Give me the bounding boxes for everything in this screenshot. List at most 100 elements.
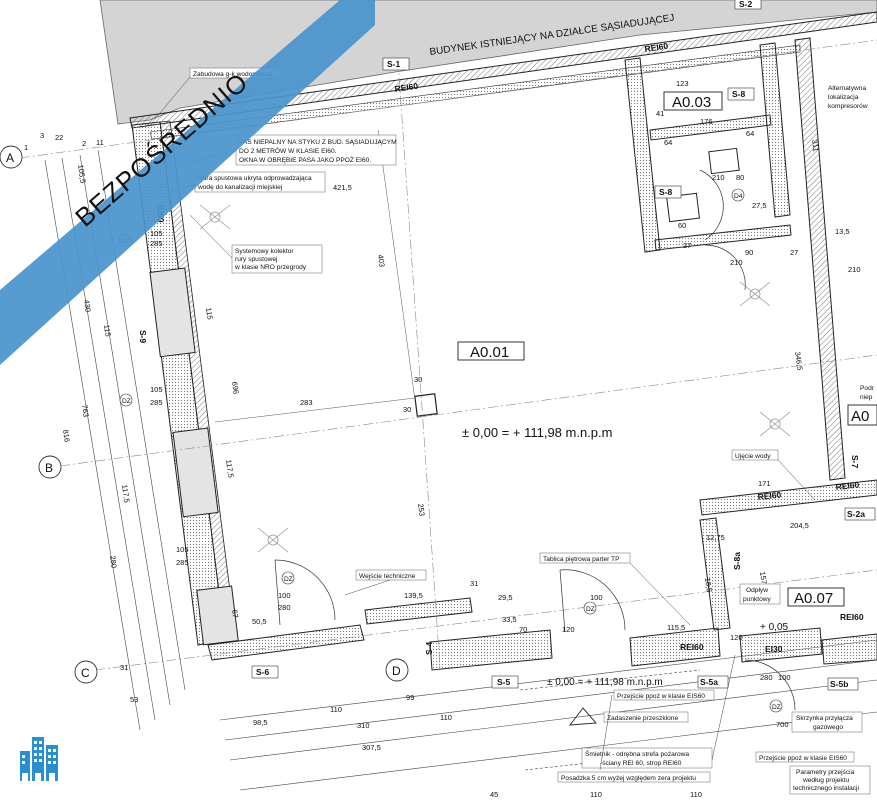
svg-text:100: 100 [278, 591, 291, 600]
svg-text:105: 105 [150, 229, 163, 238]
door-swing-4 [704, 244, 746, 291]
light-fixture-3 [199, 204, 231, 230]
svg-text:171: 171 [758, 479, 771, 488]
window-frame-3 [196, 585, 239, 646]
svg-text:Posadzka 5 cm wyżej względem z: Posadzka 5 cm wyżej względem zera projek… [561, 775, 696, 782]
svg-text:S-5a: S-5a [700, 677, 718, 687]
svg-text:Podr: Podr [860, 385, 875, 392]
svg-text:280: 280 [278, 603, 291, 612]
svg-text:kompresorów: kompresorów [828, 103, 868, 110]
wc-fixture [666, 192, 701, 223]
dim-line-283 [214, 397, 416, 423]
right-wall-secondary [699, 517, 731, 631]
dim-bottom-3 [229, 679, 877, 761]
svg-text:99: 99 [406, 693, 414, 702]
bathroom-wall-3 [759, 42, 791, 218]
svg-text:120: 120 [562, 625, 575, 634]
svg-text:50,5: 50,5 [252, 617, 267, 626]
svg-text:27: 27 [683, 241, 691, 250]
bathroom-wall-4 [654, 224, 792, 251]
svg-text:123: 123 [676, 79, 689, 88]
svg-text:90: 90 [745, 248, 753, 257]
svg-text:S-5b: S-5b [830, 679, 848, 689]
svg-text:11: 11 [96, 138, 104, 147]
note-fire-transition-2: Przejście ppoż w klasie EIS60 [755, 751, 855, 763]
svg-text:280: 280 [108, 555, 119, 569]
column [414, 393, 438, 417]
door-swing-2 [559, 569, 626, 631]
svg-text:80: 80 [736, 173, 744, 182]
svg-text:157: 157 [758, 571, 769, 585]
svg-text:Przejście ppoż w klasie EIS60: Przejście ppoż w klasie EIS60 [617, 693, 705, 700]
svg-text:S-2a: S-2a [847, 509, 865, 519]
wall-tag-ei30: EI30 [765, 644, 783, 654]
svg-text:-ściany REI 60, strop REI60: -ściany REI 60, strop REI60 [600, 760, 682, 767]
door-tag-4: DZ [769, 699, 783, 713]
svg-text:117,5: 117,5 [224, 459, 235, 478]
svg-text:29,5: 29,5 [498, 593, 513, 602]
svg-text:DZ: DZ [772, 704, 781, 711]
axis-marker-d: D [385, 658, 409, 682]
svg-text:204,5: 204,5 [790, 521, 809, 530]
svg-text:Przejście ppoż w klasie EIS60: Przejście ppoż w klasie EIS60 [759, 755, 847, 762]
svg-text:DZ: DZ [586, 606, 595, 613]
svg-text:176: 176 [700, 117, 713, 126]
room-box-a0-partial [847, 404, 877, 426]
svg-text:30: 30 [403, 405, 411, 414]
svg-text:421,5: 421,5 [333, 183, 352, 192]
svg-text:Ujęcie wody: Ujęcie wody [735, 453, 771, 460]
door-swing-1 [274, 559, 336, 621]
door-leaf-2 [559, 569, 566, 633]
svg-text:DO 2 METRÓW W KLASIE EI60.: DO 2 METRÓW W KLASIE EI60. [239, 146, 337, 155]
wall-tag-s4: S-4 [424, 642, 434, 656]
svg-text:Odpływ: Odpływ [746, 587, 768, 594]
svg-text:D: D [392, 664, 401, 678]
wall-tag-s2a: S-2a [844, 507, 876, 521]
door-tag-1: DZ [281, 571, 295, 585]
note-trash: Śmietnik - odrębna strefa pożarowa -ścia… [581, 747, 713, 769]
right-wall-main [794, 37, 846, 481]
svg-text:18,5: 18,5 [703, 577, 714, 593]
svg-text:283: 283 [300, 398, 313, 407]
svg-text:27: 27 [790, 248, 798, 257]
svg-text:53: 53 [130, 695, 138, 704]
svg-text:64: 64 [746, 129, 754, 138]
note-compressor: Alternatywna lokalizacja kompresorów [828, 85, 868, 110]
svg-text:3: 3 [40, 131, 44, 140]
window-frame-2 [172, 427, 219, 518]
wall-tag-s9: S-9 [138, 330, 148, 344]
door-tag-3: D4 [731, 188, 745, 202]
svg-text:105: 105 [176, 545, 189, 554]
wall-tag-s7: S-7 [850, 455, 860, 469]
svg-text:S-8: S-8 [732, 89, 746, 99]
svg-text:Skrzynka przyłącza: Skrzynka przyłącza [796, 715, 853, 722]
svg-text:rury spustowej: rury spustowej [235, 256, 278, 263]
svg-text:31: 31 [120, 663, 128, 672]
wall-tag-s1: S-1 [382, 57, 410, 71]
note-params: Parametry przejścia według projektu tech… [789, 765, 871, 795]
svg-text:DZ: DZ [122, 398, 131, 405]
room-label-a007: A0.07 [794, 590, 833, 607]
svg-text:31: 31 [470, 579, 478, 588]
wall-tag-s5: S-5 [491, 675, 519, 689]
svg-text:105: 105 [150, 385, 163, 394]
svg-text:115: 115 [102, 324, 113, 337]
gridline-b [59, 354, 877, 467]
svg-text:105,5: 105,5 [76, 164, 88, 184]
svg-text:311: 311 [810, 139, 821, 152]
room-box-a001 [457, 341, 525, 361]
room-label-a003: A0.03 [672, 94, 711, 111]
svg-text:110: 110 [690, 790, 702, 799]
axis-marker-b: B [38, 455, 62, 479]
svg-text:DZ: DZ [284, 576, 293, 583]
svg-text:280: 280 [760, 673, 773, 682]
svg-text:110: 110 [440, 713, 452, 722]
note-tech-entry: Wejście techniczne [355, 569, 427, 581]
svg-text:310: 310 [357, 721, 370, 730]
svg-text:Tablica piętrowa parter TP: Tablica piętrowa parter TP [543, 556, 620, 563]
svg-text:Rura spustowa ukryta odprowadz: Rura spustowa ukryta odprowadzająca [198, 175, 312, 182]
wall-tag-s5a: S-5a [697, 675, 729, 689]
level-lower: ± 0,00 = + 111,98 m.n.p.m [547, 677, 663, 688]
svg-text:PAS NIEPALNY NA STYKU Z BUD. S: PAS NIEPALNY NA STYKU Z BUD. SĄSIADUJĄCY… [239, 139, 397, 146]
svg-text:67: 67 [230, 609, 240, 619]
